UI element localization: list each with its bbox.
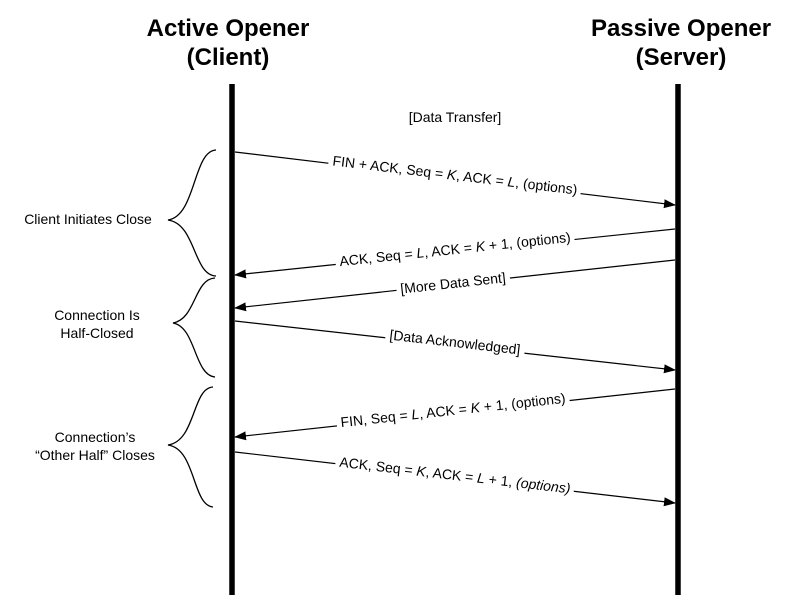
server-actor-title-line1: Passive Opener: [590, 15, 772, 42]
server-actor-title: Passive Opener (Server): [591, 14, 771, 72]
brace-connection-half-closed: [172, 277, 216, 378]
annotation-client-initiates-close: Client Initiates Close: [24, 210, 152, 228]
annotation-other-half-closes: Connection’s “Other Half” Closes: [35, 428, 155, 464]
client-actor-title: Active Opener (Client): [147, 14, 310, 72]
client-actor-title-line1: Active Opener: [146, 15, 310, 42]
data-transfer-label: [Data Transfer]: [405, 109, 505, 125]
brace-client-initiates-close: [167, 149, 217, 277]
annotation-line: Half-Closed: [60, 325, 134, 341]
server-actor-title-line2: (Server): [635, 44, 727, 71]
client-actor-title-line2: (Client): [186, 44, 270, 71]
annotation-line: Connection Is: [54, 307, 140, 323]
annotation-line: Connection’s: [54, 429, 136, 445]
brace-other-half-closes: [167, 386, 214, 508]
annotation-connection-half-closed: Connection Is Half-Closed: [54, 306, 140, 342]
annotation-line: Client Initiates Close: [24, 211, 152, 227]
annotation-line: “Other Half” Closes: [35, 447, 155, 463]
